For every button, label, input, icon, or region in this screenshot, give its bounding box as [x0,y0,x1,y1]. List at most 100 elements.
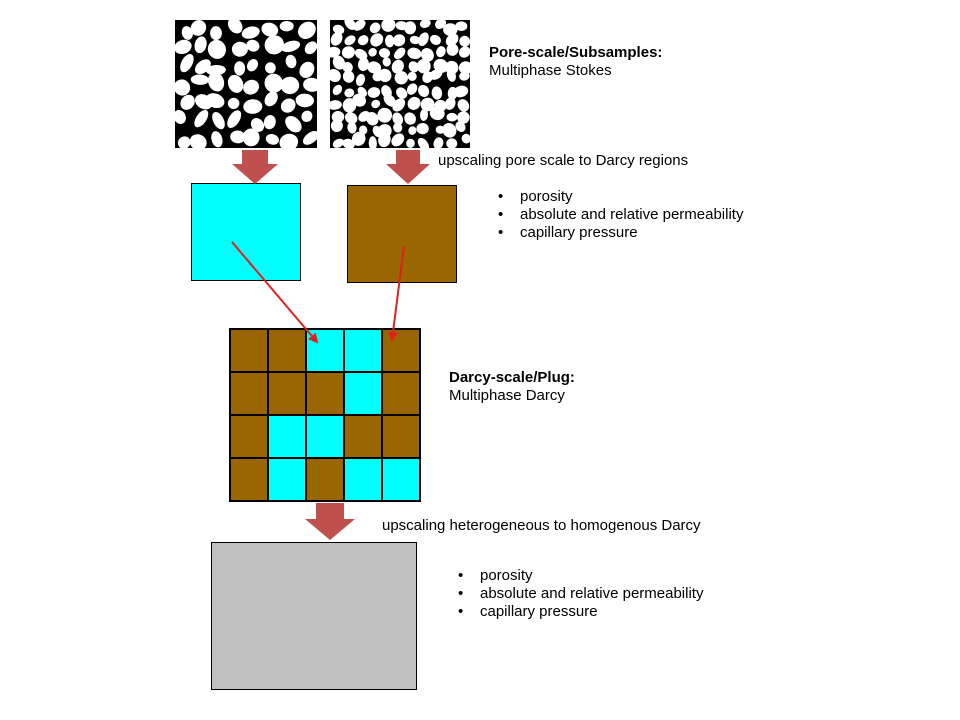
pore-grain [207,39,226,59]
down-arrow-grid [305,503,355,540]
pore-grain [404,21,417,35]
pore-grain [453,85,469,98]
pore-grain [407,96,421,110]
pore-image-left [175,20,317,148]
pore-grain [206,64,226,76]
pore-grain [383,94,397,107]
pore-grain [382,57,391,67]
pore-grain [264,73,284,93]
pore-grain [436,46,446,58]
grid-cell-brown [268,329,306,372]
grid-cell-cyan [306,329,344,372]
pore-grain [281,40,301,53]
pore-grain [285,54,297,69]
grid-cell-cyan [268,415,306,458]
pore-grain [455,21,468,31]
pore-grain [332,24,345,35]
pore-grain [331,110,345,123]
down-arrow-left [232,150,278,184]
pore-grain [180,94,195,110]
pore-grain [419,108,429,121]
pore-grain [330,32,343,46]
pore-grain [418,32,429,47]
pore-grain [408,61,419,73]
pore-grain [445,33,459,47]
pore-grain [406,83,418,95]
pore-grain [457,99,470,112]
pore-grain [433,137,444,148]
pore-grain [381,20,396,32]
pore-grain [175,39,192,55]
pore-grain [261,22,279,37]
pore-grain [194,36,207,54]
pore-grain [194,109,209,128]
pore-image-right [330,20,470,148]
pore-grain [416,59,431,74]
pore-grain [461,133,470,144]
pore-scale-subtitle: Multiphase Stokes [489,62,612,79]
darcy-scale-label: Darcy-scale/Plug: Multiphase Darcy [449,369,575,405]
pore-grain [396,87,408,99]
upscaling-label-2: upscaling heterogeneous to homogenous Da… [382,517,701,534]
pore-grain [378,68,392,83]
grid-cell-cyan [344,458,382,501]
pore-grain [457,111,470,124]
property-item: capillary pressure [496,224,743,242]
pore-grain [407,47,422,60]
pore-grain [371,99,381,109]
pore-grain [351,131,366,146]
pore-grain [418,84,430,97]
pore-grain [429,69,443,80]
pore-grain [366,111,379,126]
pore-grain [344,35,356,46]
pore-grain [298,21,316,39]
pore-grain [342,70,355,83]
pore-grain [295,93,314,108]
darcy-grid [229,328,421,502]
pore-grain [378,48,391,58]
pore-grain [446,112,458,122]
pore-grain [444,97,456,110]
pore-grain [435,20,447,30]
property-item: porosity [496,188,743,206]
pore-grain [330,46,341,58]
pore-grain [205,93,225,109]
pore-grain [367,87,381,98]
pore-grain [211,131,223,148]
pore-grain [392,98,406,112]
pore-grain [391,133,405,147]
pore-grain [394,71,409,85]
grid-cell-brown [230,415,268,458]
pore-grain [241,26,260,39]
darcy-scale-subtitle: Multiphase Darcy [449,387,565,404]
pore-grain [264,91,278,107]
grid-cell-brown [344,415,382,458]
pore-grain [263,115,276,130]
pore-scale-title: Pore-scale/Subsamples: [489,44,663,61]
pore-grain [246,59,259,72]
properties-list-1: porosity absolute and relative permeabil… [496,188,743,242]
pore-grain [442,123,457,138]
pore-grain [357,57,370,72]
pore-grain [404,112,416,125]
pore-grain [175,79,191,96]
grid-cell-cyan [306,415,344,458]
pore-grain [303,77,317,92]
pore-grain [391,59,404,74]
pore-scale-label: Pore-scale/Subsamples: Multiphase Stokes [489,44,662,80]
pore-grain [265,134,279,145]
pore-grain [246,39,260,52]
pore-grain [420,48,434,62]
pore-grain [367,61,382,74]
pore-grain [409,35,421,45]
pore-grain [279,20,294,32]
pore-grain [407,71,417,81]
pore-grain [344,112,358,124]
pore-grain [406,138,415,148]
pore-grain [330,100,342,110]
pore-grain [234,61,246,76]
pore-grain [446,138,458,148]
pore-grain [353,20,366,31]
pore-grain [419,20,431,28]
